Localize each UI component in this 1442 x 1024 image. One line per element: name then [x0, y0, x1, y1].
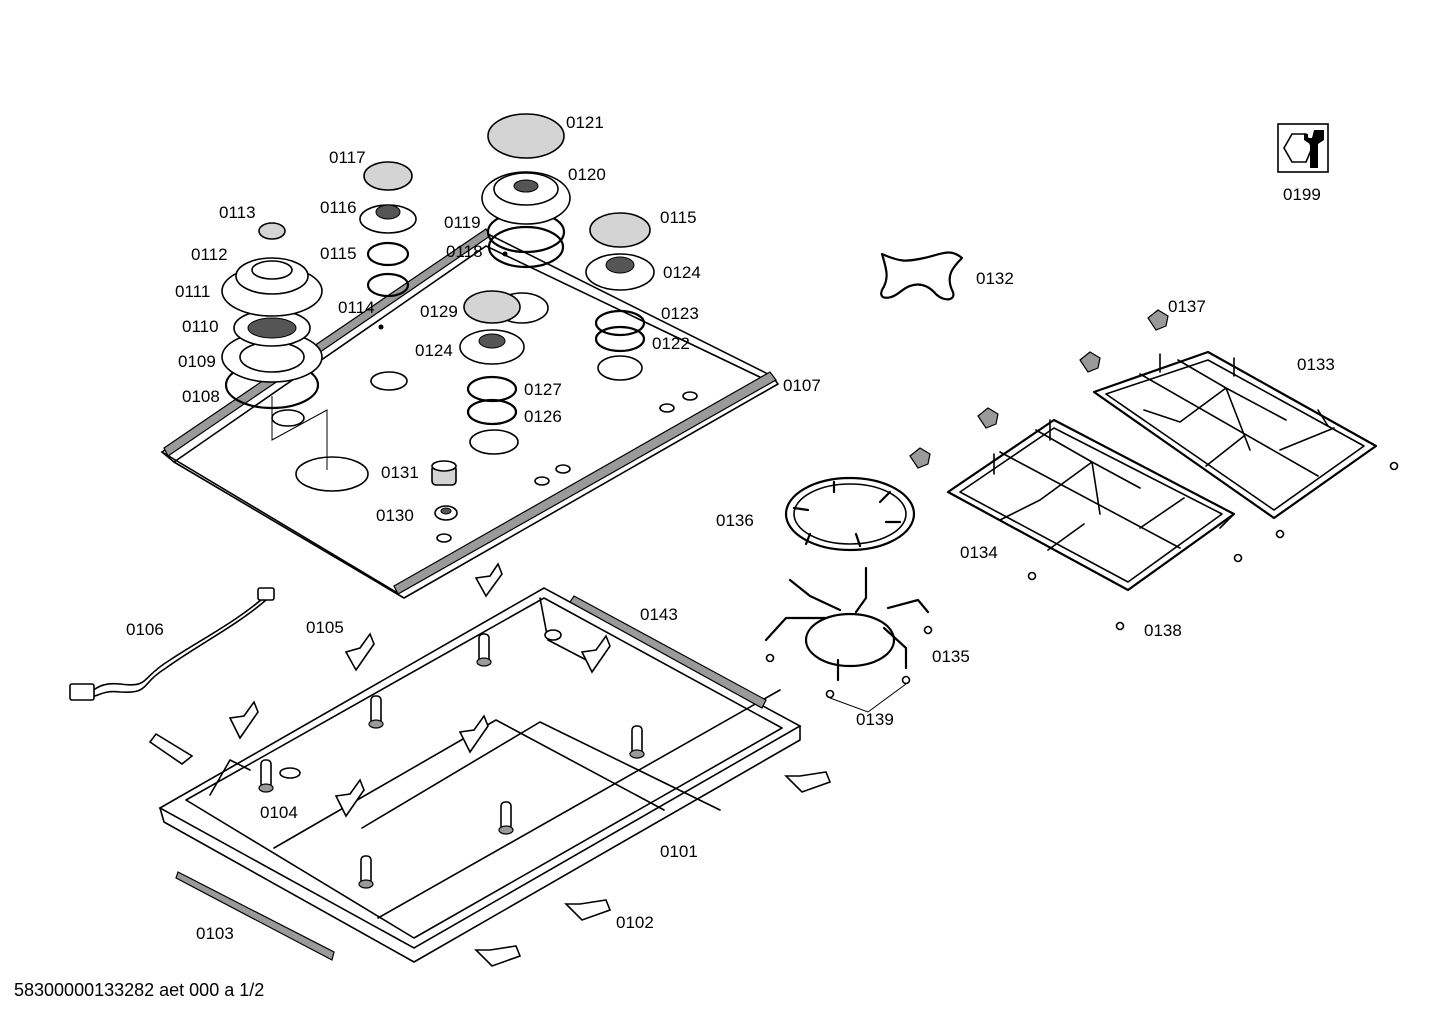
knob-parts — [431, 460, 458, 521]
callout-0138: 0138 — [1144, 621, 1182, 640]
callout-0111: 0111 — [175, 282, 210, 301]
callout-0117: 0117 — [329, 148, 366, 167]
callout-0106: 0106 — [126, 620, 164, 639]
right-burner-stack — [585, 212, 655, 353]
callout-0115-right: 0115 — [660, 208, 697, 227]
large-burner-stack — [481, 113, 571, 269]
callout-0124-right: 0124 — [663, 263, 701, 282]
left-grate — [946, 418, 1236, 592]
callout-0131: 0131 — [381, 463, 419, 482]
callout-0137: 0137 — [1168, 297, 1206, 316]
callout-labels: 0121 0117 0120 0113 0116 0119 0115 0112 … — [126, 113, 1335, 943]
callout-0120: 0120 — [568, 165, 606, 184]
screws — [765, 461, 1399, 713]
small-pan-support — [880, 251, 964, 301]
callout-0127: 0127 — [524, 380, 562, 399]
gas-valves — [258, 633, 645, 889]
callout-0126: 0126 — [524, 407, 562, 426]
clamps — [148, 562, 832, 967]
callout-0108: 0108 — [182, 387, 220, 406]
callout-0136: 0136 — [716, 511, 754, 530]
grate-rubber-feet — [909, 309, 1169, 469]
callout-0199: 0199 — [1283, 185, 1321, 204]
small-burner-stack-left — [359, 161, 417, 298]
power-cord — [69, 587, 275, 701]
callout-0116: 0116 — [320, 198, 357, 217]
callout-0121: 0121 — [566, 113, 604, 132]
callout-0115-left: 0115 — [320, 244, 357, 263]
left-burner-stack — [221, 222, 323, 410]
callout-0135: 0135 — [932, 647, 970, 666]
center-burner-stack — [459, 290, 525, 426]
callout-0119: 0119 — [444, 213, 481, 232]
callout-0113: 0113 — [219, 203, 256, 222]
callout-0129: 0129 — [420, 302, 458, 321]
callout-0103: 0103 — [196, 924, 234, 943]
callout-0102: 0102 — [616, 913, 654, 932]
callout-0123: 0123 — [661, 304, 699, 323]
bottom-tray — [158, 587, 802, 963]
callout-0118: 0118 — [446, 242, 483, 261]
document-code: 58300000133282 aet 000 a 1/2 — [14, 980, 265, 1000]
callout-0134: 0134 — [960, 543, 998, 562]
callout-0122: 0122 — [652, 334, 690, 353]
callout-0143: 0143 — [640, 605, 678, 624]
callout-0107: 0107 — [783, 376, 821, 395]
callout-0130: 0130 — [376, 506, 414, 525]
callout-0132: 0132 — [976, 269, 1014, 288]
callout-0139: 0139 — [856, 710, 894, 729]
callout-0110: 0110 — [182, 317, 219, 336]
callout-0112: 0112 — [191, 245, 228, 264]
wok-pan-support — [784, 476, 916, 552]
wok-stand — [764, 566, 930, 682]
callout-0124-center: 0124 — [415, 341, 453, 360]
callout-0104: 0104 — [260, 803, 298, 822]
callout-0133: 0133 — [1297, 355, 1335, 374]
callout-0114: 0114 — [338, 298, 375, 317]
callout-0109: 0109 — [178, 352, 216, 371]
callout-0105: 0105 — [306, 618, 344, 637]
wrench-nut-icon — [1277, 123, 1329, 173]
right-grate — [1092, 350, 1378, 520]
callout-0101: 0101 — [660, 842, 698, 861]
